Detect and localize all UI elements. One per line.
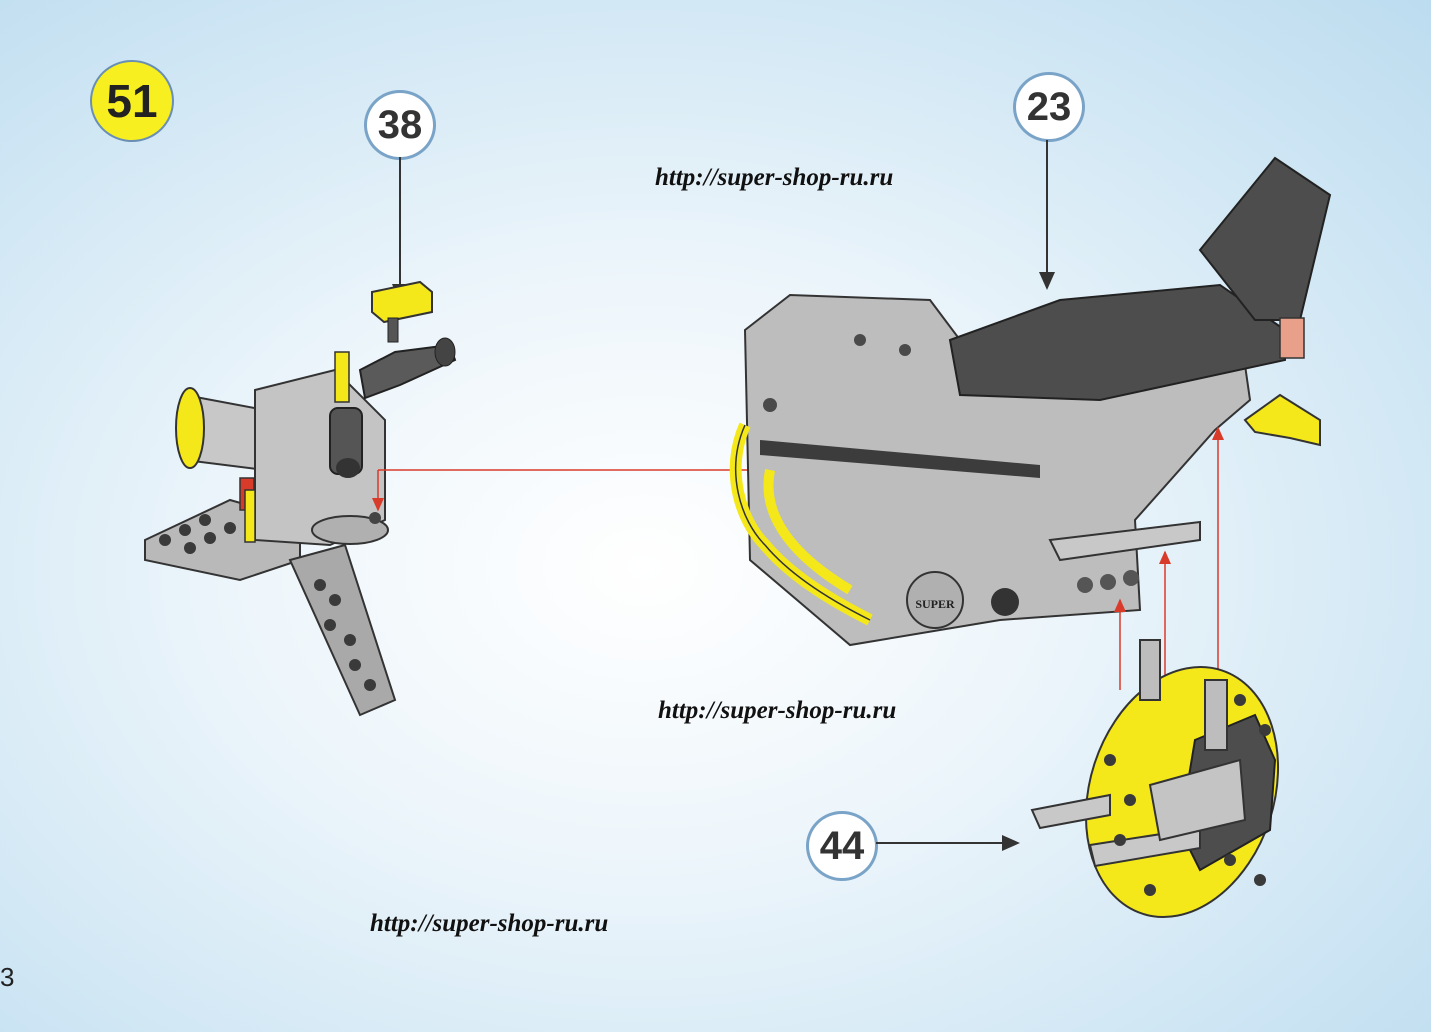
part-callout-23: 23 bbox=[1013, 72, 1085, 142]
watermark-url-middle: http://super-shop-ru.ru bbox=[658, 697, 897, 724]
page-number: 3 bbox=[0, 962, 15, 992]
watermark-url-bottom: http://super-shop-ru.ru bbox=[370, 910, 609, 937]
super-wheel-label: SUPER bbox=[915, 597, 955, 611]
left-sub-assembly bbox=[144, 280, 457, 717]
watermark-url-top: http://super-shop-ru.ru bbox=[655, 164, 894, 191]
step-number-badge: 51 bbox=[90, 60, 174, 142]
bottom-sub-assembly bbox=[1030, 639, 1280, 919]
right-main-assembly: SUPER bbox=[729, 156, 1332, 647]
part-callout-44: 44 bbox=[806, 811, 878, 881]
